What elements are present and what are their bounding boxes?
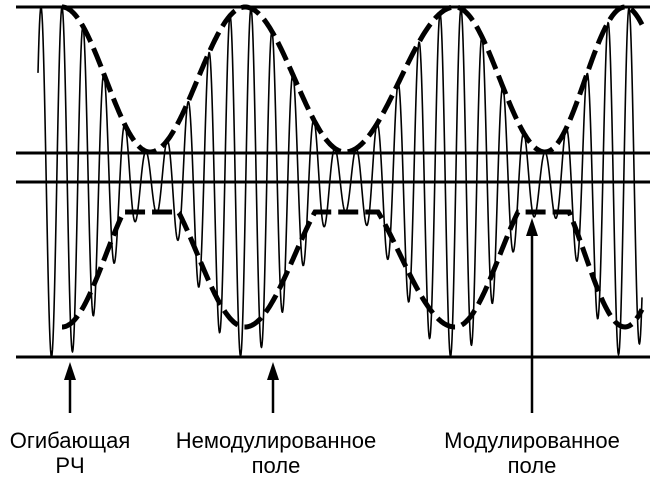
rf-carrier-wave	[37, 6, 643, 358]
arrow-unmodulated	[267, 362, 279, 413]
label-unmodulated-field: Немодулированное поле	[158, 428, 394, 478]
label-rf-envelope-line2: РЧ	[55, 453, 85, 478]
rf-envelope-upper	[62, 4, 645, 155]
label-unmodulated-line2: поле	[251, 453, 301, 478]
label-unmodulated-line1: Немодулированное	[175, 428, 377, 453]
label-rf-envelope-line1: Огибающая	[9, 428, 131, 453]
rf-envelope-lower	[62, 209, 645, 330]
arrow-modulated	[526, 218, 538, 413]
arrow-envelope	[64, 362, 76, 413]
label-modulated-line2: поле	[507, 453, 557, 478]
label-rf-envelope: Огибающая РЧ	[0, 428, 140, 478]
label-modulated-field: Модулированное поле	[428, 428, 636, 478]
label-modulated-line1: Модулированное	[444, 428, 620, 453]
